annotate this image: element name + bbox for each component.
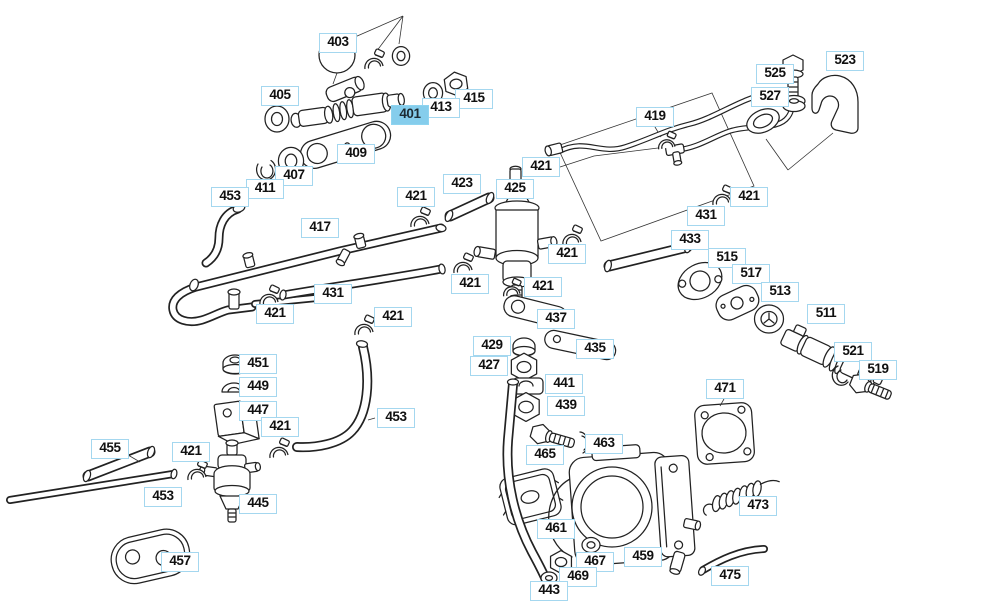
part-throttle-body-459 [549, 441, 702, 575]
part-label-421[interactable]: 421 [730, 187, 768, 207]
part-check-valve-445 [199, 440, 261, 522]
part-label-429[interactable]: 429 [473, 336, 511, 356]
part-injector-assembly-401 [288, 80, 406, 128]
part-label-453[interactable]: 453 [211, 187, 249, 207]
part-label-523[interactable]: 523 [826, 51, 864, 71]
part-label-413[interactable]: 413 [422, 98, 460, 118]
part-seal-513 [755, 305, 784, 333]
part-label-433[interactable]: 433 [671, 230, 709, 250]
part-label-403[interactable]: 403 [319, 33, 357, 53]
part-label-459[interactable]: 459 [624, 547, 662, 567]
part-label-449[interactable]: 449 [239, 377, 277, 397]
part-label-469[interactable]: 469 [559, 567, 597, 587]
part-label-421[interactable]: 421 [524, 277, 562, 297]
part-label-401-highlighted[interactable]: 401 [391, 105, 429, 125]
part-label-425[interactable]: 425 [496, 179, 534, 199]
part-label-407[interactable]: 407 [275, 166, 313, 186]
part-label-421[interactable]: 421 [548, 244, 586, 264]
part-seal-521 [832, 366, 848, 385]
part-label-421[interactable]: 421 [522, 157, 560, 177]
part-label-421[interactable]: 421 [256, 304, 294, 324]
part-bolt-465 [529, 422, 577, 453]
part-label-417[interactable]: 417 [301, 218, 339, 238]
part-label-453[interactable]: 453 [377, 408, 415, 428]
part-label-513[interactable]: 513 [761, 282, 799, 302]
part-label-451[interactable]: 451 [239, 354, 277, 374]
part-label-465[interactable]: 465 [526, 445, 564, 465]
part-label-515[interactable]: 515 [708, 248, 746, 268]
part-label-421[interactable]: 421 [172, 442, 210, 462]
part-label-421[interactable]: 421 [261, 417, 299, 437]
part-label-457[interactable]: 457 [161, 552, 199, 572]
part-bracket-523 [766, 75, 858, 170]
part-label-475[interactable]: 475 [711, 566, 749, 586]
part-hose-475 [697, 549, 764, 576]
part-gasket-517 [712, 282, 762, 324]
part-label-461[interactable]: 461 [537, 519, 575, 539]
part-label-439[interactable]: 439 [547, 396, 585, 416]
part-flange-515 [672, 255, 729, 307]
part-tube-423 [444, 191, 496, 222]
part-label-519[interactable]: 519 [859, 360, 897, 380]
part-cap-nut-429 [513, 338, 535, 356]
part-label-445[interactable]: 445 [239, 494, 277, 514]
part-label-423[interactable]: 423 [443, 174, 481, 194]
part-label-421[interactable]: 421 [374, 307, 412, 327]
part-label-447[interactable]: 447 [239, 401, 277, 421]
part-label-431[interactable]: 431 [314, 284, 352, 304]
part-label-411[interactable]: 411 [246, 179, 284, 199]
part-label-527[interactable]: 527 [751, 87, 789, 107]
part-tube-455 [82, 445, 156, 482]
part-label-521[interactable]: 521 [834, 342, 872, 362]
part-label-431[interactable]: 431 [687, 206, 725, 226]
part-grommet-ring-523 [743, 104, 783, 138]
part-label-517[interactable]: 517 [732, 264, 770, 284]
part-label-421[interactable]: 421 [451, 274, 489, 294]
part-hose-453-middle [297, 340, 368, 447]
part-fuel-rail-417 [173, 224, 447, 322]
part-label-525[interactable]: 525 [756, 64, 794, 84]
part-spring-473 [700, 477, 782, 516]
part-label-421[interactable]: 421 [397, 187, 435, 207]
part-bushing-467 [582, 538, 600, 553]
part-hose-431-left [279, 263, 446, 300]
part-tube-453-bottom [10, 469, 178, 500]
part-label-453[interactable]: 453 [144, 487, 182, 507]
part-label-435[interactable]: 435 [576, 339, 614, 359]
part-label-441[interactable]: 441 [545, 374, 583, 394]
part-label-427[interactable]: 427 [470, 356, 508, 376]
part-label-463[interactable]: 463 [585, 434, 623, 454]
part-label-473[interactable]: 473 [739, 496, 777, 516]
part-label-409[interactable]: 409 [337, 144, 375, 164]
part-label-471[interactable]: 471 [706, 379, 744, 399]
part-label-415[interactable]: 415 [455, 89, 493, 109]
part-label-405[interactable]: 405 [261, 86, 299, 106]
part-label-419[interactable]: 419 [636, 107, 674, 127]
part-label-443[interactable]: 443 [530, 581, 568, 601]
part-gasket-471 [694, 402, 755, 465]
part-label-455[interactable]: 455 [91, 439, 129, 459]
part-label-437[interactable]: 437 [537, 309, 575, 329]
part-label-511[interactable]: 511 [807, 304, 845, 324]
